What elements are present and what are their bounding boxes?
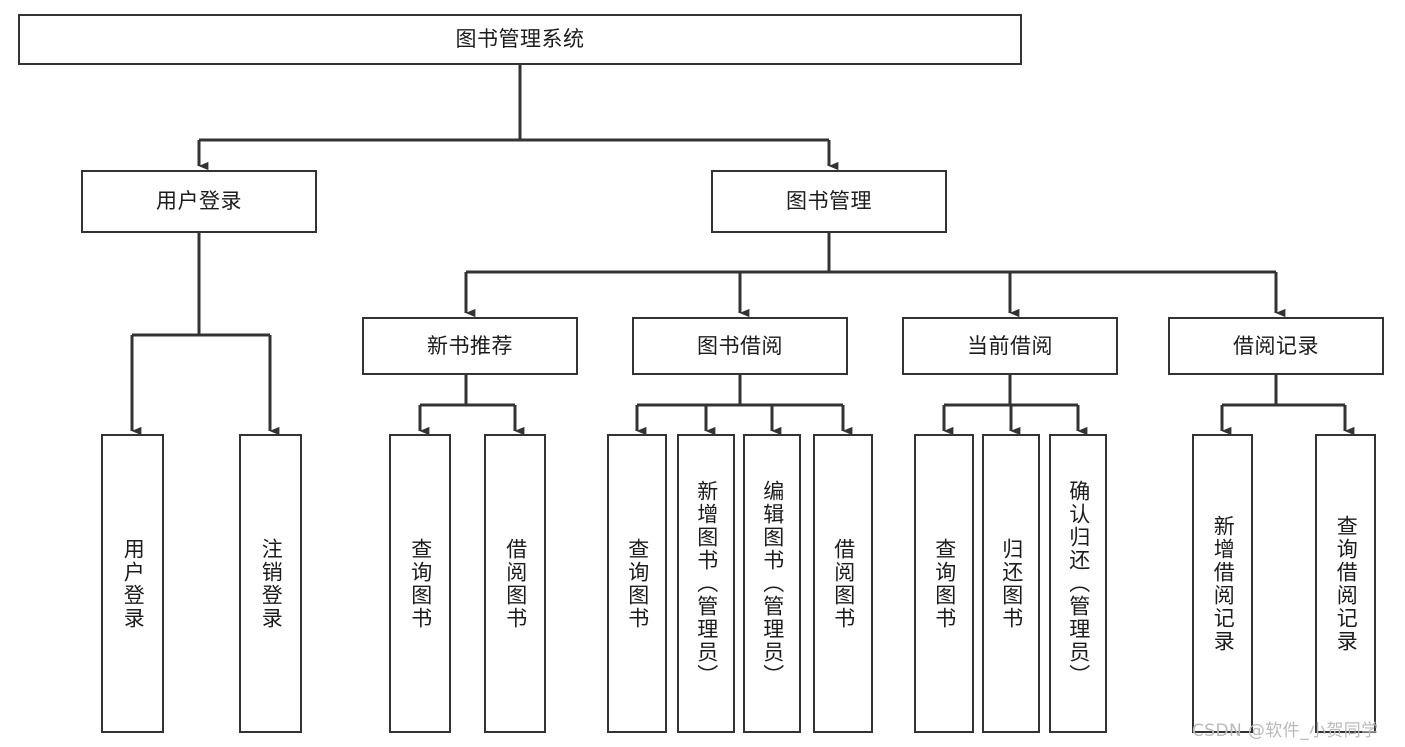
leaf-edit-book-admin[interactable]: 编辑图书（管理员） [743, 434, 801, 733]
leaf-return-book-label: 归还图书 [999, 537, 1024, 630]
leaf-query-borrow-record[interactable]: 查询借阅记录 [1315, 434, 1376, 733]
node-borrow-records-label: 借阅记录 [1233, 333, 1319, 358]
node-borrow-records[interactable]: 借阅记录 [1168, 317, 1384, 375]
leaf-query-book-current[interactable]: 查询图书 [914, 434, 974, 733]
csdn-watermark: CSDN @软件_小贺同学 [1192, 721, 1379, 741]
leaf-confirm-return-admin[interactable]: 确认归还（管理员） [1049, 434, 1107, 733]
node-current-borrow-label: 当前借阅 [967, 333, 1053, 358]
node-current-borrow[interactable]: 当前借阅 [902, 317, 1118, 375]
node-root[interactable]: 图书管理系统 [18, 14, 1022, 65]
leaf-borrow-book-newbook-label: 借阅图书 [503, 537, 528, 630]
leaf-logout[interactable]: 注销登录 [239, 434, 302, 733]
node-user-login[interactable]: 用户登录 [81, 170, 317, 233]
leaf-borrow-book-borrow[interactable]: 借阅图书 [813, 434, 873, 733]
leaf-add-borrow-record-label: 新增借阅记录 [1211, 514, 1236, 653]
leaf-query-book-borrow[interactable]: 查询图书 [607, 434, 667, 733]
leaf-logout-label: 注销登录 [259, 537, 284, 630]
node-new-book-recommend-label: 新书推荐 [427, 333, 513, 358]
node-book-borrow-label: 图书借阅 [697, 333, 783, 358]
node-book-borrow[interactable]: 图书借阅 [632, 317, 848, 375]
leaf-user-login-label: 用户登录 [121, 537, 146, 630]
leaf-edit-book-admin-label: 编辑图书（管理员） [760, 480, 785, 687]
leaf-user-login[interactable]: 用户登录 [101, 434, 164, 733]
leaf-query-book-newbook[interactable]: 查询图书 [389, 434, 451, 733]
leaf-query-book-current-label: 查询图书 [932, 537, 957, 630]
node-root-label: 图书管理系统 [455, 27, 585, 52]
leaf-query-book-newbook-label: 查询图书 [408, 537, 433, 630]
leaf-confirm-return-admin-label: 确认归还（管理员） [1066, 480, 1091, 687]
leaf-borrow-book-borrow-label: 借阅图书 [831, 537, 856, 630]
leaf-query-borrow-record-label: 查询借阅记录 [1334, 514, 1359, 653]
node-book-management-label: 图书管理 [786, 189, 872, 214]
node-user-login-label: 用户登录 [156, 189, 242, 214]
leaf-return-book[interactable]: 归还图书 [982, 434, 1040, 733]
leaf-add-borrow-record[interactable]: 新增借阅记录 [1192, 434, 1253, 733]
node-book-management[interactable]: 图书管理 [711, 170, 947, 233]
leaf-add-book-admin-label: 新增图书（管理员） [694, 480, 719, 687]
node-new-book-recommend[interactable]: 新书推荐 [362, 317, 578, 375]
leaf-borrow-book-newbook[interactable]: 借阅图书 [484, 434, 546, 733]
leaf-add-book-admin[interactable]: 新增图书（管理员） [677, 434, 735, 733]
leaf-query-book-borrow-label: 查询图书 [625, 537, 650, 630]
